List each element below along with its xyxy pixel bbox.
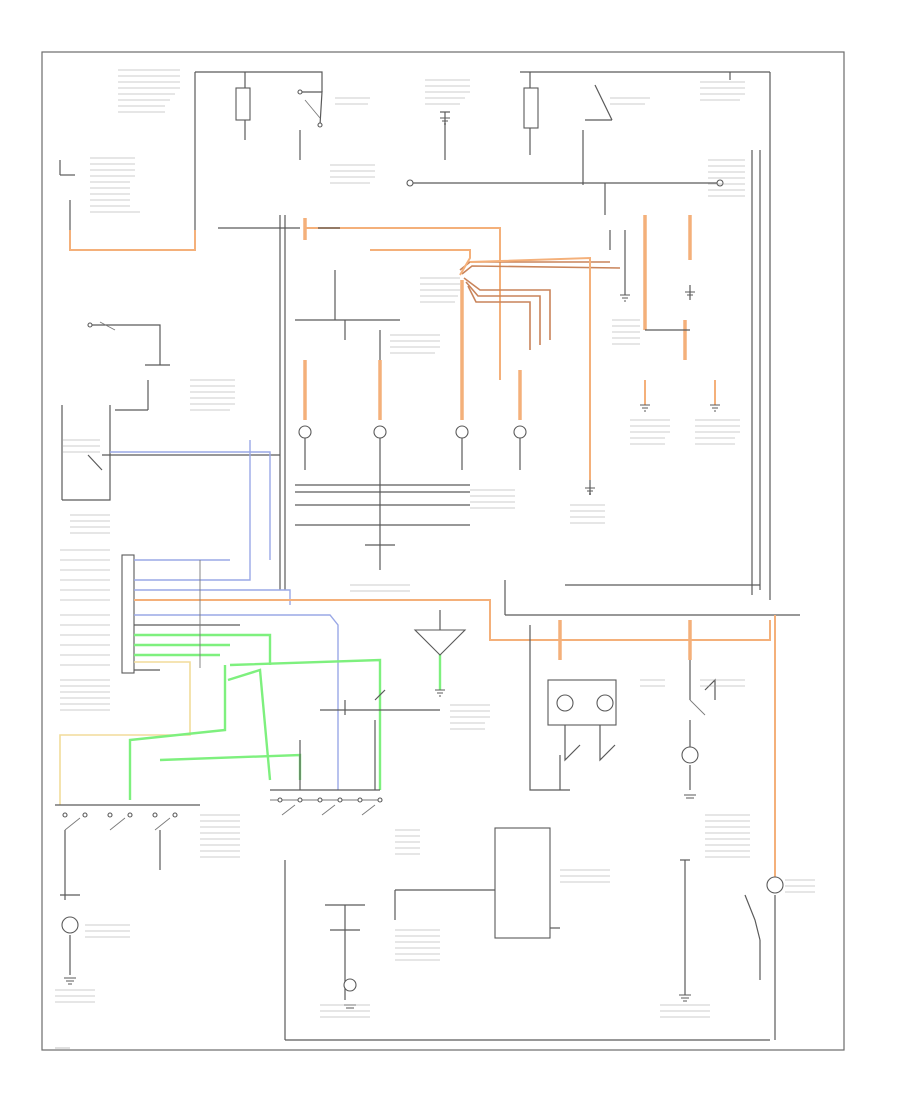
ground-symbol-icon <box>684 794 696 799</box>
sensor-funnel-icon <box>413 629 467 656</box>
connector-block <box>59 440 771 805</box>
lamp-bulb-icon <box>513 425 527 439</box>
lamp-bulb-icon <box>681 746 699 764</box>
right-lower-section <box>504 580 800 1040</box>
lamp-bulb-icon <box>298 425 312 439</box>
top-relay-section <box>194 71 771 600</box>
lamp-bulb-icon <box>373 425 387 439</box>
ground-symbol-icon <box>344 1004 356 1009</box>
orange-wire-top-left <box>69 230 196 251</box>
lamp-bulb-icon <box>766 876 784 894</box>
ground-symbol-icon <box>64 977 76 985</box>
lamp-bulb-icon <box>556 694 574 712</box>
lower-center-section <box>284 827 770 1041</box>
relay-box-left <box>235 87 251 121</box>
center-funnel <box>413 610 467 697</box>
ground-symbol-icon <box>585 487 595 495</box>
ground-symbol-icon <box>440 117 450 125</box>
ground-symbol-icon <box>620 294 630 302</box>
lamp-bulb-icon <box>596 694 614 712</box>
connector-icon <box>121 554 135 674</box>
upper-left-section <box>59 160 196 251</box>
blue-wire-1 <box>110 451 271 560</box>
ground-symbol-icon <box>640 404 650 412</box>
relay-box-right <box>523 87 539 129</box>
center-switches <box>270 689 440 816</box>
lamp-bulb-icon <box>455 425 469 439</box>
left-middle-section <box>61 321 280 560</box>
ground-symbol-icon <box>679 994 691 1002</box>
module-box <box>494 827 551 939</box>
diagram-frame <box>41 51 845 1051</box>
label-hatching <box>55 69 815 1049</box>
lamp-bulb-icon <box>61 916 79 934</box>
green-harness <box>128 650 442 800</box>
upper-center-section <box>218 215 720 590</box>
left-lower-section <box>55 804 200 985</box>
ground-symbol-icon <box>435 689 445 697</box>
lamp-bulb-icon <box>343 978 357 992</box>
ground-symbol-icon <box>710 404 720 412</box>
